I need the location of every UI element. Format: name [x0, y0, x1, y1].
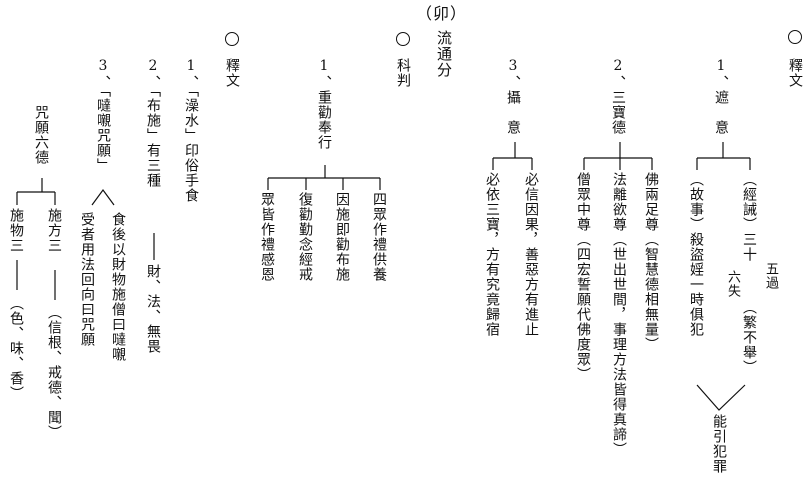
item-fuquan-qinnian: 復勸勤念經戒 [297, 192, 313, 282]
item-shifang-san: 施方三 [46, 208, 62, 253]
label-shiwen-right: 釋文 [787, 58, 803, 88]
heading-zhongquan-fengxing: 1、重勸奉行 [316, 58, 332, 150]
circle-marker [788, 30, 802, 44]
item-yinshi-quan: 因施即勸布施 [334, 192, 350, 282]
item-sizhong-zuoli: 四眾作禮供養 [371, 192, 387, 282]
branch-liushi: 六失 [725, 270, 740, 298]
item-fo: 佛兩足尊（智慧德相無量） [643, 172, 659, 352]
item-zhongjie-gan-en: 眾皆作禮感恩 [259, 192, 275, 282]
section-liutongfen: 流通分 [435, 30, 453, 78]
item-bushi-rest: 財、法、無畏 [145, 264, 161, 354]
item-shifang-detail: （信根、戒德、聞） [46, 305, 62, 440]
item-seng: 僧眾中尊（四宏誓願代佛度眾） [575, 172, 591, 382]
item-bushi-head: 2、「布施」有三種 [145, 58, 161, 188]
item-shiwu-detail: （色、味、香） [8, 296, 24, 401]
heading-sanbao-de: 2、三寶德 [610, 58, 626, 135]
branch-wuguo: 五過 [763, 262, 778, 290]
item-biyi-sanbao: 必依三寶，方有究竟歸宿 [484, 172, 500, 337]
heading-she-yi: 3、攝 意 [505, 58, 521, 135]
item-bixin-yinguo: 必信因果，善惡方有進止 [523, 172, 539, 337]
item-zaoshui: 1、「澡水」印俗手食 [183, 58, 199, 203]
circle-marker [396, 32, 410, 46]
label-kepan: 科判 [395, 58, 411, 88]
heading-zhouyuan-liude: 咒願六德 [33, 105, 49, 165]
branch-jingjie: （經誡）三十 [741, 172, 757, 262]
item-chenzhou-head: 3、「噠嚫咒願」 [95, 58, 111, 173]
item-zhouyuan-def: 受者用法回向曰咒願 [79, 212, 95, 347]
item-shiwu-san: 施物三 [8, 208, 24, 253]
branch-gushi: （故事）殺盜婬一時俱犯 [688, 172, 704, 337]
item-fa: 法離欲尊（世出世間，事理方法皆得真諦） [611, 172, 627, 457]
item-chen-def: 食後以財物施僧曰噠嚫 [110, 212, 126, 362]
circle-marker [225, 32, 239, 46]
heading-zhe-yi: 1、遮 意 [713, 58, 729, 135]
note-nengyin-fanzui: 能引犯罪 [711, 414, 727, 474]
branch-fanbuju: （繁不舉） [741, 300, 757, 375]
section-title: （卯） [416, 4, 468, 23]
label-shiwen-left: 釋文 [224, 58, 240, 88]
